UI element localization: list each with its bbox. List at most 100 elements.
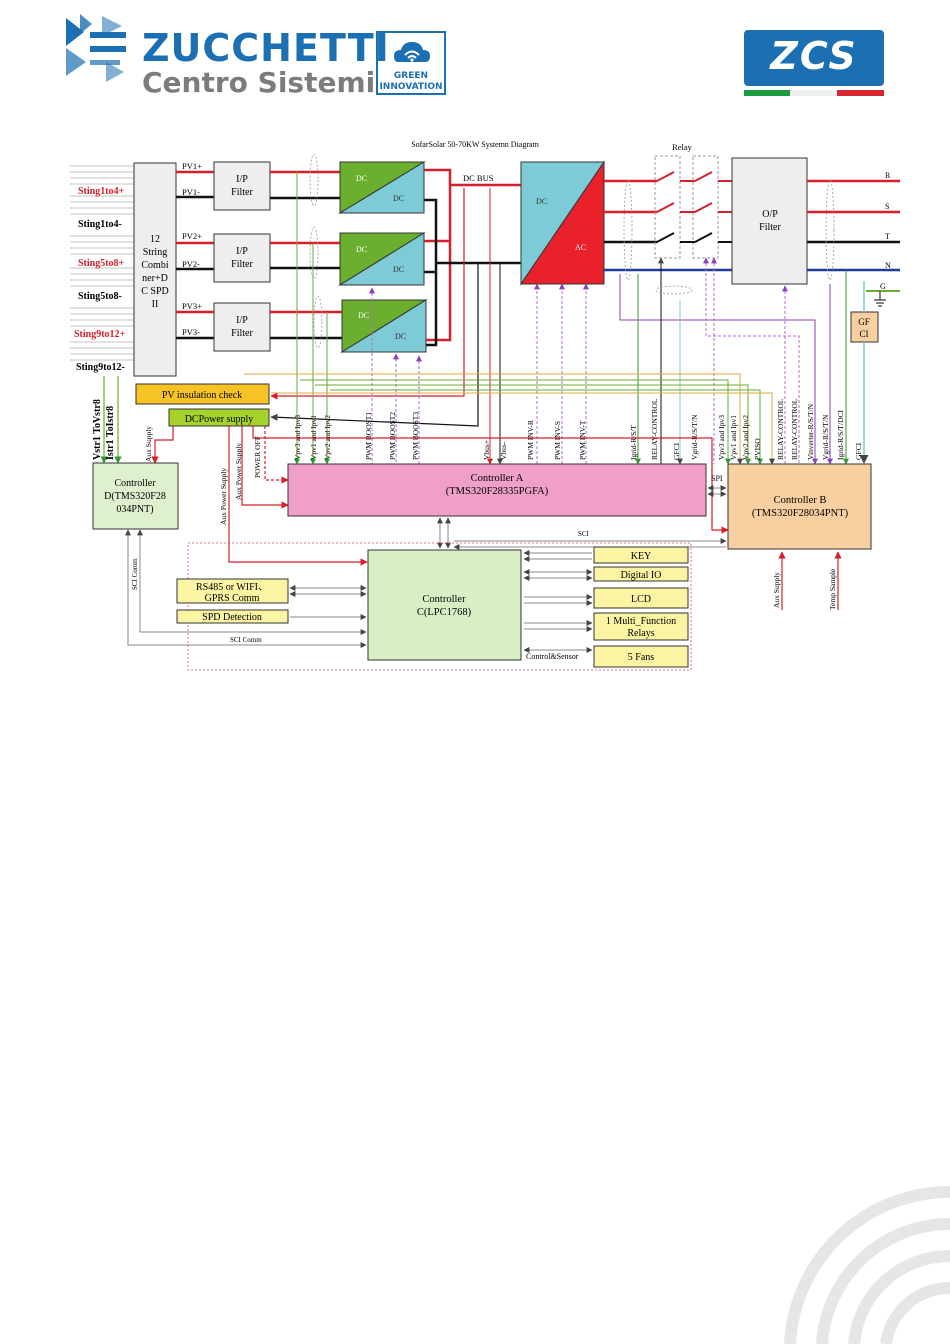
svg-text:DC: DC: [393, 194, 404, 203]
italian-flag-stripe-icon: [744, 90, 790, 96]
svg-text:Controller: Controller: [422, 594, 466, 605]
dc-bus-label: DC BUS: [463, 173, 494, 183]
svg-text:KEY: KEY: [631, 551, 652, 562]
svg-text:12: 12: [150, 234, 160, 245]
sci-label: SCI: [578, 530, 590, 538]
svg-text:DC: DC: [356, 174, 367, 183]
sci-comm-label: SCI Comm: [131, 558, 139, 590]
signal-label: Vpv1 and Ipv1: [729, 415, 738, 460]
signal-label: Vbus+: [482, 440, 491, 460]
control-sensor-label: Control&Sensor: [526, 652, 579, 661]
pv-label: PV3+: [182, 301, 202, 311]
svg-text:DC: DC: [356, 245, 367, 254]
concentric-arcs-icon: [784, 1185, 950, 1344]
svg-text:ner+D: ner+D: [142, 273, 168, 284]
svg-text:CI: CI: [860, 329, 869, 339]
string-combiner: [133, 162, 177, 377]
svg-text:D(TMS320F28: D(TMS320F28: [104, 491, 166, 502]
svg-text:Controller: Controller: [114, 478, 156, 489]
combiner-label: 12 String Combi ner+D C SPD II: [141, 234, 169, 310]
pv-label: PV2+: [182, 231, 202, 241]
zcs-logo: ZCS: [744, 30, 884, 98]
string-inputs: Sting1to4+ Sting1to4- Sting5to8+ Sting5t…: [70, 165, 135, 373]
pv-label: PV1-: [182, 187, 200, 197]
aux-supply-b-label: Aux Supply: [772, 572, 781, 608]
lcd-box: [593, 587, 689, 609]
svg-text:DC: DC: [393, 265, 404, 274]
signal-label: RELAY-CONTROL: [650, 398, 659, 460]
aux-power-supply-label: Aux Power Supply: [234, 443, 243, 500]
svg-text:(TMS320F28034PNT): (TMS320F28034PNT): [752, 508, 849, 519]
temp-sample-label: Temp Sample: [828, 568, 837, 610]
svg-text:5 Fans: 5 Fans: [628, 652, 655, 663]
phase-label: S: [885, 202, 889, 211]
system-diagram: SofarSolar 50-70KW Systemn Diagram Sting…: [70, 140, 900, 671]
ip-filters: I/P Filter I/P Filter I/P Filter: [213, 161, 271, 352]
controller-d: [92, 462, 179, 530]
signal-label: RELAY-CONTROL: [776, 398, 785, 460]
svg-text:II: II: [152, 299, 159, 310]
svg-text:AC: AC: [575, 243, 586, 252]
svg-text:PV insulation check: PV insulation check: [162, 390, 242, 401]
string-label: Sting9to12+: [74, 329, 126, 340]
svg-text:C(LPC1768): C(LPC1768): [417, 607, 472, 618]
signal-label: PWM INV-S: [553, 421, 562, 460]
svg-text:Relays: Relays: [627, 628, 654, 639]
vstr-label: Vstr1 ToVstr8: [92, 399, 103, 460]
multi-function-relays-box: [593, 612, 689, 641]
signal-label: Vbus-: [499, 441, 508, 460]
phase-label: R: [885, 171, 891, 180]
svg-text:Digital IO: Digital IO: [621, 570, 662, 581]
badge-line1: GREEN: [393, 71, 429, 81]
svg-text:Filter: Filter: [231, 328, 253, 339]
svg-text:O/P: O/P: [762, 209, 778, 220]
signal-label: Vpv3 and Ipv3: [293, 415, 302, 460]
relay-group: Relay: [654, 142, 732, 259]
string-label: Sting9to12-: [76, 362, 125, 373]
svg-text:DC: DC: [395, 332, 406, 341]
dcdc-converter-1: DC DC: [338, 161, 426, 214]
dc-power-supply: [168, 408, 270, 427]
signal-label: Igrid-R/S/T/DCI: [836, 409, 845, 460]
signal-label: GFCI: [672, 442, 681, 460]
pv-label: PV3-: [182, 327, 200, 337]
svg-text:GPRS Comm: GPRS Comm: [205, 593, 260, 604]
phase-label: T: [885, 232, 890, 241]
signal-label: Vinverter-R/S/T/N: [806, 403, 815, 460]
string-label: Sting1to4-: [78, 219, 122, 230]
signal-label: PWM BOOST1: [364, 412, 373, 460]
svg-text:Controller A: Controller A: [471, 473, 524, 484]
spi-label: SPI: [711, 474, 723, 483]
badge-line2: INNOVATION: [379, 82, 443, 92]
svg-text:1 Multi_Function: 1 Multi_Function: [606, 616, 676, 627]
zucchetti-mark-icon: [66, 14, 126, 82]
spd-detection: [176, 609, 289, 624]
aux-supply-label: Aux Supply: [144, 426, 153, 462]
controller-b: [727, 463, 872, 550]
string-label: Sting1to4+: [78, 186, 125, 197]
cloud-wifi-icon: [394, 42, 430, 62]
phase-label: N: [885, 261, 891, 270]
ip-filter-2: [213, 233, 271, 283]
dcdc-converter-3: DC DC: [340, 299, 428, 353]
brand-name: ZUCCHETTI: [142, 26, 390, 70]
signal-label: Vpv1 and Ipv1: [309, 415, 318, 460]
controller-a: [287, 463, 707, 517]
svg-text:Combi: Combi: [141, 260, 168, 271]
signal-label: Vgrid-R/S/T/N: [690, 414, 699, 460]
svg-text:Filter: Filter: [231, 259, 253, 270]
brand-subtitle: Centro Sistemi: [142, 66, 376, 99]
svg-text:Filter: Filter: [231, 187, 253, 198]
signal-label: PWM INV-T: [578, 420, 587, 460]
pv-label: PV2-: [182, 259, 200, 269]
signal-label: Vpv2 and Ipv2: [741, 415, 750, 460]
dcdc-converter-2: DC DC: [338, 232, 426, 286]
svg-text:C SPD: C SPD: [141, 286, 169, 297]
signal-label: Vpv2 and Ipv2: [323, 415, 332, 460]
signal-label: PWM INV-R: [526, 420, 535, 460]
istr-label: Istr1 ToIstr8: [105, 406, 116, 460]
ground-icon: [874, 291, 886, 307]
sci-comm-bottom-label: SCI Comm: [230, 636, 262, 644]
controller-c: [367, 549, 522, 661]
svg-text:I/P: I/P: [236, 315, 248, 326]
